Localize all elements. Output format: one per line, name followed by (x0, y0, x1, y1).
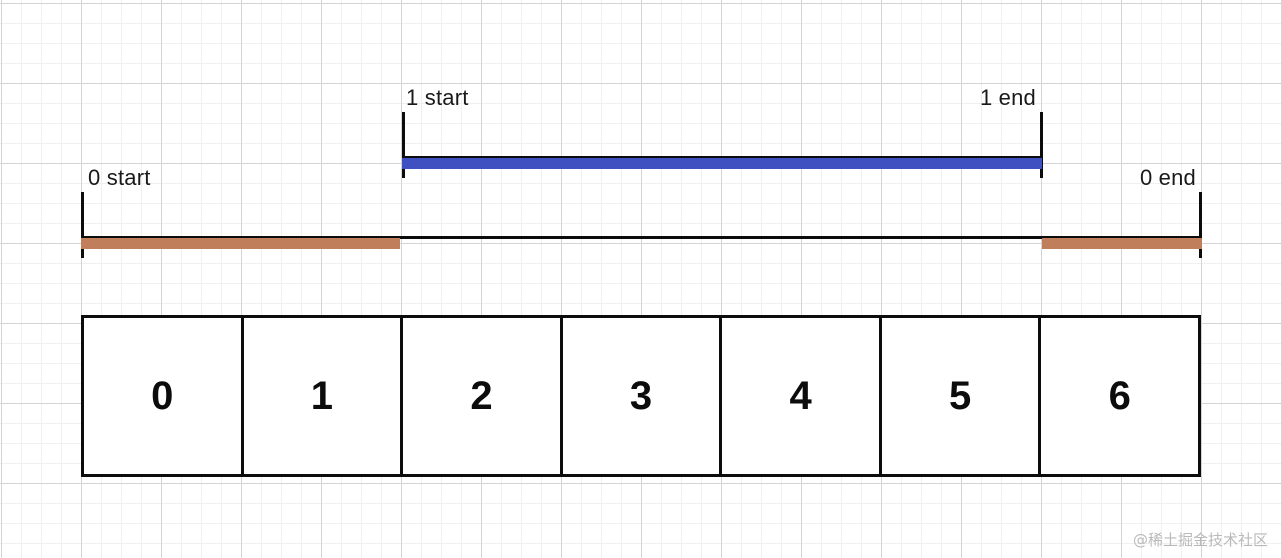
interval-0-axis-line (81, 236, 1202, 239)
interval-0-start-tick (81, 192, 84, 258)
interval-1-bar (402, 158, 1042, 169)
interval-0-bar-left (81, 238, 400, 249)
interval-1-start-tick (402, 112, 405, 178)
interval-1-axis-line (402, 156, 1043, 159)
interval-0-start-label: 0 start (88, 165, 151, 190)
index-cell[interactable]: 1 (240, 315, 404, 477)
interval-1-end-label: 1 end (979, 85, 1036, 110)
index-cell-row: 0 1 2 3 4 5 6 (81, 315, 1202, 477)
interval-1-end-tick (1040, 112, 1043, 178)
interval-0-end-tick (1199, 192, 1202, 258)
watermark: @稀土掘金技术社区 (1132, 531, 1268, 549)
interval-1-start-label: 1 start (406, 85, 469, 110)
index-cell[interactable]: 5 (878, 315, 1042, 477)
interval-0-end-label: 0 end (1139, 165, 1196, 190)
index-cell[interactable]: 0 (81, 315, 244, 477)
index-cell[interactable]: 4 (719, 315, 882, 477)
index-cell[interactable]: 3 (559, 315, 723, 477)
index-cell[interactable]: 6 (1038, 315, 1202, 477)
index-cell[interactable]: 2 (400, 315, 563, 477)
interval-0-bar-right (1042, 238, 1202, 249)
